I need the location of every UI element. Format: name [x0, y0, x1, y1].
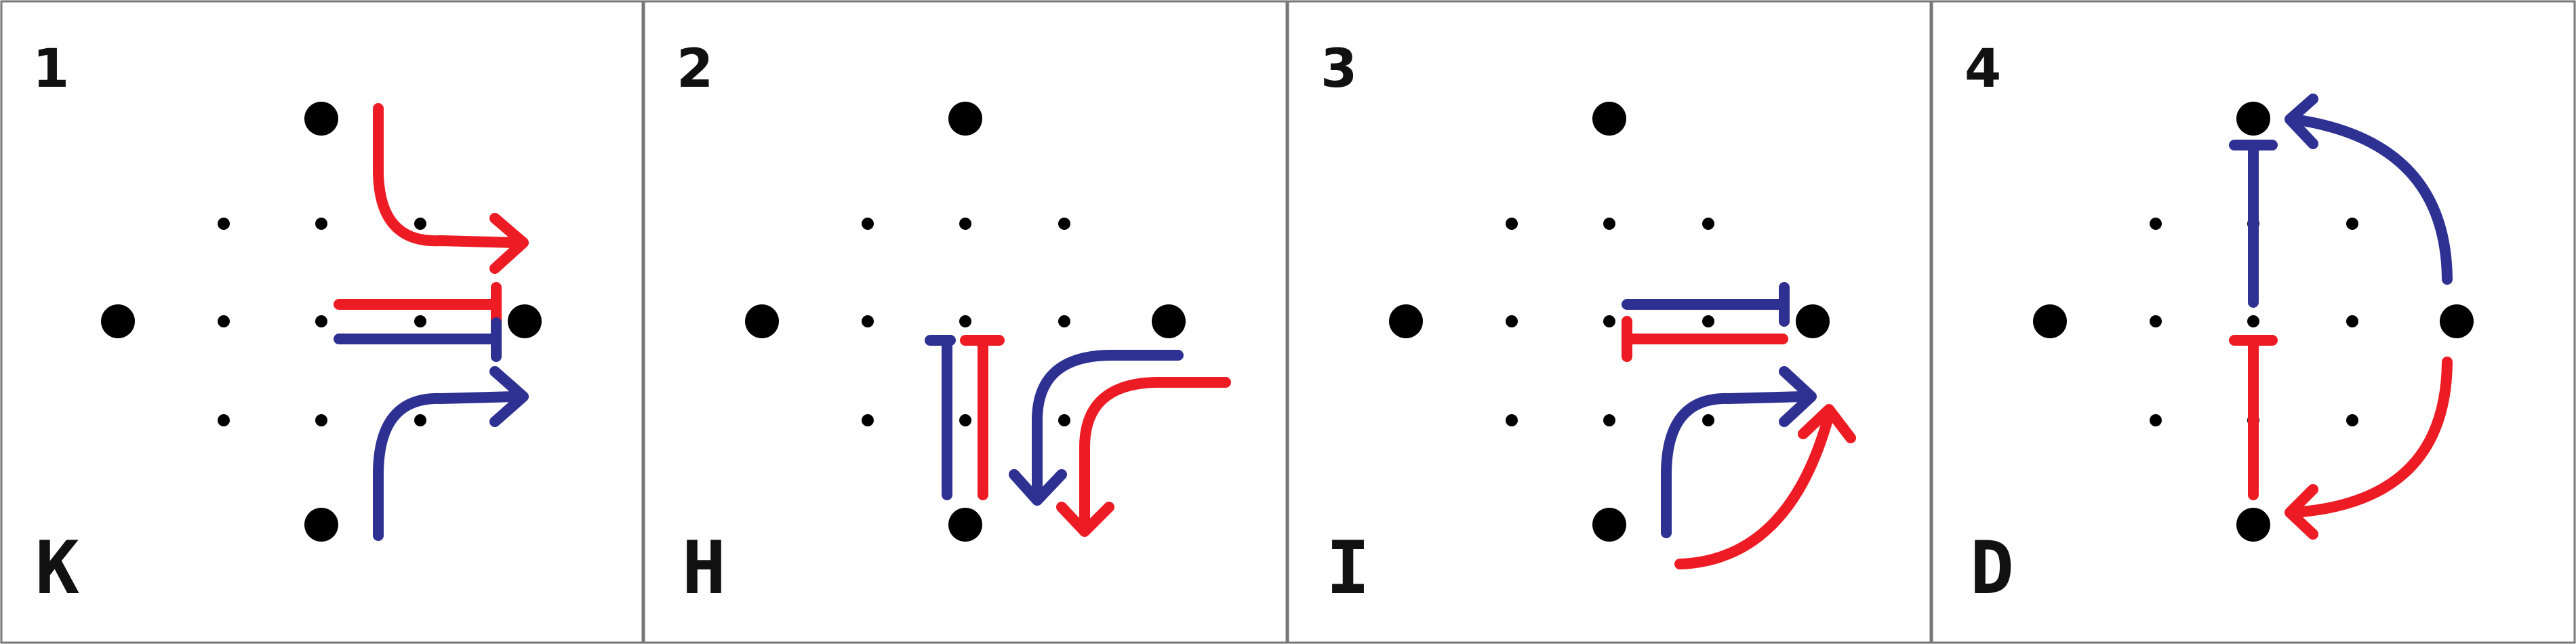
blue-arrowhead [2285, 94, 2318, 149]
panel-2-dots [745, 102, 1186, 542]
blue-curved-arrow [373, 391, 521, 541]
small-dot [2150, 414, 2162, 426]
small-dot [218, 414, 230, 426]
small-dot [315, 414, 327, 426]
small-dot [1058, 414, 1070, 426]
large-dot [508, 304, 542, 338]
large-dot [1389, 304, 1423, 338]
small-dot [862, 414, 874, 426]
small-dot [862, 218, 874, 230]
red-arrowhead [1056, 502, 1114, 537]
small-dot [414, 315, 426, 327]
red-arrowhead [489, 213, 529, 274]
blue-curved-arrow [1032, 350, 1184, 494]
blue-curved-arrow [1661, 391, 1809, 538]
large-dot [948, 102, 982, 136]
small-dot [2150, 315, 2162, 327]
small-dot [1058, 218, 1070, 230]
large-dot [948, 508, 982, 542]
blue-arrowhead [1779, 366, 1817, 427]
large-dot [101, 304, 135, 338]
large-dot [304, 102, 338, 136]
small-dot [414, 414, 426, 426]
blue-arrowhead [1009, 469, 1067, 506]
small-dot [1506, 315, 1518, 327]
large-dot [2236, 508, 2270, 542]
small-dot [1603, 218, 1615, 230]
small-dot [2150, 218, 2162, 230]
panel-3-letter: I [1326, 526, 1370, 611]
small-dot [1603, 414, 1615, 426]
panel-1-letter: K [35, 526, 79, 611]
small-dot [1058, 315, 1070, 327]
small-dot [2346, 315, 2358, 327]
small-dot [218, 315, 230, 327]
small-dot [1702, 218, 1714, 230]
small-dot [959, 315, 971, 327]
red-curved-arrow [1674, 409, 1834, 569]
large-dot [2236, 102, 2270, 136]
panel-4-dots [2033, 102, 2474, 542]
small-dot [862, 315, 874, 327]
small-dot [414, 218, 426, 230]
large-dot [1592, 102, 1626, 136]
large-dot [2033, 304, 2067, 338]
panel-1-number: 1 [33, 39, 69, 100]
panel-2-number: 2 [677, 39, 713, 100]
red-curved-arrow [2289, 357, 2453, 518]
small-dot [1506, 218, 1518, 230]
blue-arrowhead [489, 366, 529, 427]
small-dot [959, 218, 971, 230]
panel-2-letter: H [682, 526, 726, 611]
small-dot [959, 414, 971, 426]
small-dot [2346, 218, 2358, 230]
panel-4: 4 D [1931, 0, 2576, 644]
small-dot [2247, 315, 2259, 327]
small-dot [1603, 315, 1615, 327]
small-dot [315, 315, 327, 327]
red-arrowhead [1798, 404, 1856, 443]
small-dot [2346, 414, 2358, 426]
small-dot [218, 218, 230, 230]
large-dot [1796, 304, 1830, 338]
small-dot [315, 218, 327, 230]
large-dot [2440, 304, 2474, 338]
red-arrowhead [2285, 484, 2318, 540]
large-dot [1592, 508, 1626, 542]
panel-4-letter: D [1970, 526, 2014, 611]
red-curved-arrow [373, 103, 521, 248]
panel-1-dots [101, 102, 542, 542]
panel-3-dots [1389, 102, 1830, 542]
small-dot [1702, 315, 1714, 327]
large-dot [745, 304, 779, 338]
panel-1: 1 K [0, 0, 644, 644]
panel-2: 2 H [643, 0, 1288, 644]
panel-3: 3 I [1287, 0, 1932, 644]
blue-curved-arrow [2289, 114, 2453, 285]
small-dot [1506, 414, 1518, 426]
large-dot [304, 508, 338, 542]
panel-3-number: 3 [1321, 39, 1357, 100]
red-curved-arrow [1079, 377, 1231, 527]
small-dot [1702, 414, 1714, 426]
large-dot [1152, 304, 1186, 338]
panel-4-number: 4 [1965, 39, 2001, 100]
